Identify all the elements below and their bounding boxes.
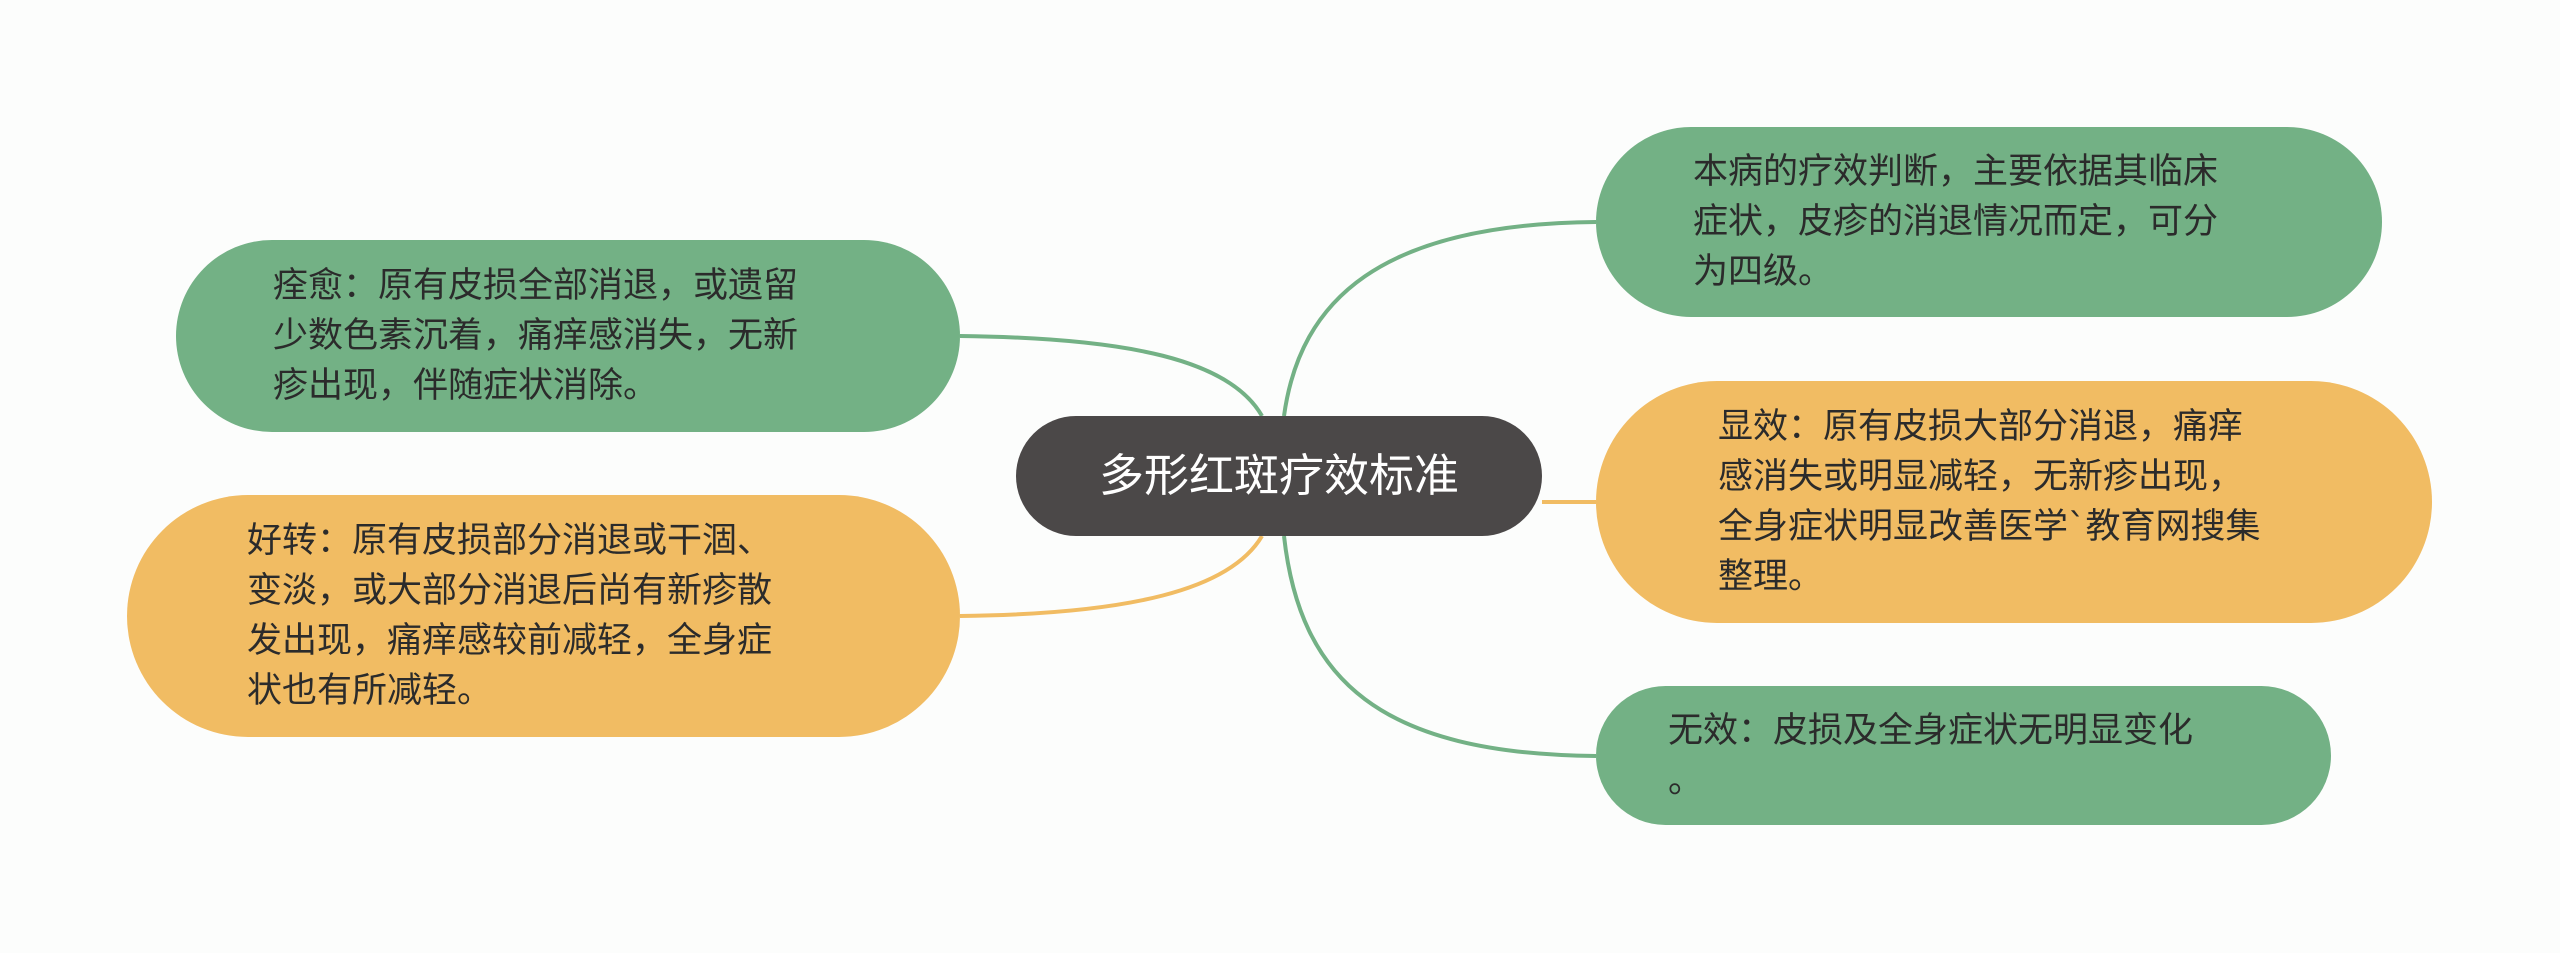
branch-text-marked-effect: 显效：原有皮损大部分消退，痛痒 感消失或明显减轻，无新疹出现， 全身症状明显改善…: [1718, 407, 2261, 597]
connector-left-bottom: [959, 534, 1264, 618]
central-topic-node[interactable]: 多形红斑疗效标准: [1016, 416, 1542, 536]
connector-right-3: [1282, 535, 1597, 758]
connector-left-top: [959, 334, 1264, 417]
central-topic-title: 多形红斑疗效标准: [1098, 449, 1459, 502]
branch-node-ineffective[interactable]: 无效：皮损及全身症状无明显变化 。: [1596, 686, 2331, 825]
branch-node-marked-effect[interactable]: 显效：原有皮损大部分消退，痛痒 感消失或明显减轻，无新疹出现， 全身症状明显改善…: [1596, 381, 2432, 623]
branch-node-improved[interactable]: 好转：原有皮损部分消退或干涸、 变淡，或大部分消退后尚有新疹散 发出现，痛痒感较…: [127, 495, 960, 737]
branch-node-cured[interactable]: 痊愈：原有皮损全部消退，或遗留 少数色素沉着，痛痒感消失，无新 疹出现，伴随症状…: [176, 240, 960, 432]
branch-text-overview: 本病的疗效判断，主要依据其临床 症状，皮疹的消退情况而定，可分 为四级。: [1693, 152, 2219, 292]
branch-text-improved: 好转：原有皮损部分消退或干涸、 变淡，或大部分消退后尚有新疹散 发出现，痛痒感较…: [247, 521, 773, 711]
connector-right-1: [1282, 220, 1597, 417]
branch-text-ineffective: 无效：皮损及全身症状无明显变化 。: [1668, 710, 2194, 801]
branch-node-overview[interactable]: 本病的疗效判断，主要依据其临床 症状，皮疹的消退情况而定，可分 为四级。: [1596, 127, 2382, 317]
branch-text-cured: 痊愈：原有皮损全部消退，或遗留 少数色素沉着，痛痒感消失，无新 疹出现，伴随症状…: [273, 266, 799, 406]
